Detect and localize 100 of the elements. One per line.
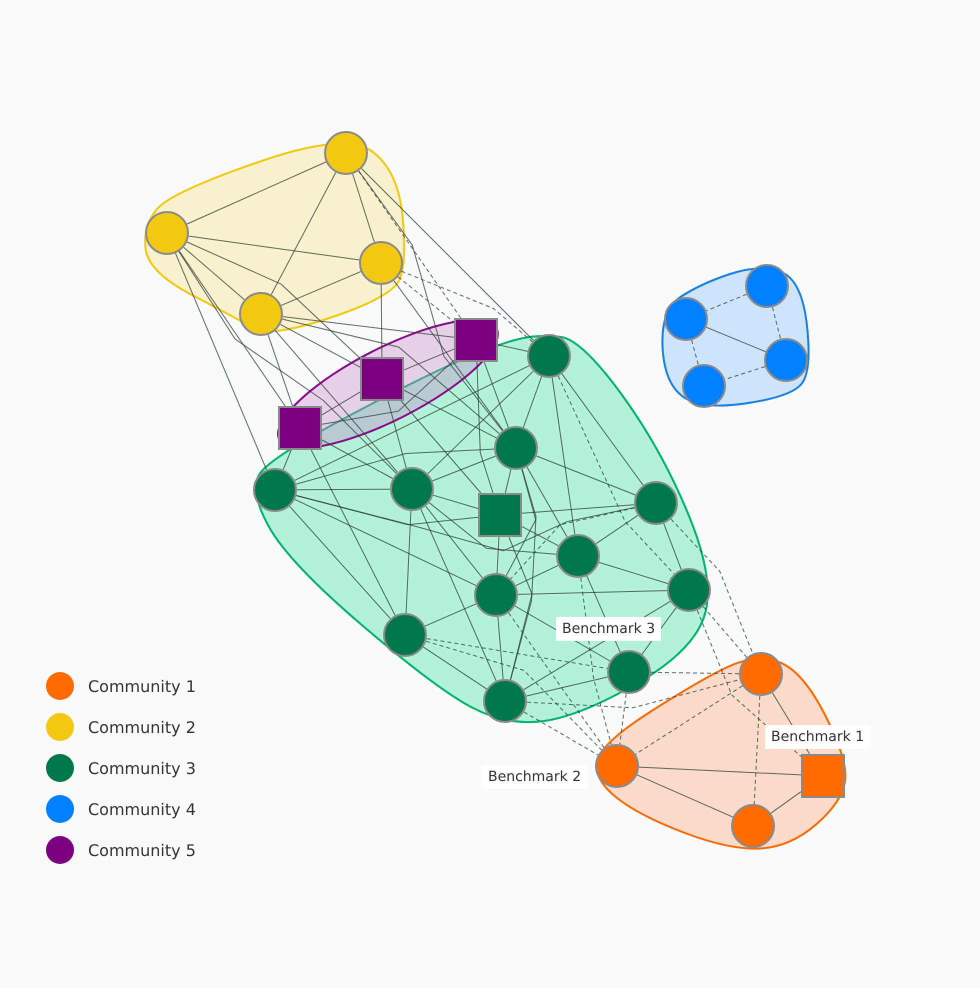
network-link: [178, 251, 397, 474]
network-link: [524, 712, 598, 756]
network-link: [635, 685, 743, 755]
network-link: [294, 498, 477, 586]
network-link: [510, 468, 536, 680]
network-link: [282, 316, 455, 338]
network-link: [296, 488, 390, 490]
network-link: [561, 373, 644, 486]
circle-node: [667, 568, 711, 612]
network-link: [296, 448, 494, 485]
network-link: [484, 362, 509, 428]
network-link: [426, 640, 602, 751]
network-link: [526, 679, 740, 708]
network-link: [280, 271, 362, 306]
network-link: [596, 514, 638, 544]
circle-node: [527, 334, 571, 378]
network-link: [294, 365, 530, 481]
network-link: [523, 600, 671, 690]
legend-label: Community 2: [88, 718, 196, 736]
circle-node: [745, 264, 789, 308]
network-link: [642, 607, 676, 655]
network-link: [663, 523, 682, 570]
network-link: [268, 334, 293, 406]
network-link: [770, 791, 802, 814]
circle-node: [145, 211, 189, 255]
square-node: [801, 754, 845, 798]
network-link: [506, 468, 536, 576]
circle-node: [664, 297, 708, 341]
network-link: [432, 494, 478, 509]
network-link: [696, 610, 802, 757]
network-link: [497, 616, 504, 680]
square-node: [278, 406, 322, 450]
network-link: [322, 392, 361, 416]
network-link: [404, 348, 455, 370]
network-link: [518, 590, 668, 595]
network-link: [270, 172, 336, 295]
network-link: [508, 536, 533, 680]
network-link: [178, 250, 286, 406]
network-link: [424, 603, 476, 627]
network-link: [282, 450, 292, 470]
network-link: [650, 672, 740, 674]
network-link: [536, 456, 636, 496]
node-caption: Benchmark 3: [556, 617, 662, 641]
network-link: [188, 236, 360, 260]
network-link: [580, 577, 612, 746]
circle-node: [682, 364, 726, 408]
network-link: [425, 506, 483, 578]
network-link: [498, 344, 528, 352]
circle-node: [556, 534, 600, 578]
network-link: [510, 507, 635, 580]
network-link: [400, 270, 533, 342]
network-link: [404, 390, 497, 438]
circle-node: [595, 744, 639, 788]
network-link: [754, 696, 760, 804]
network-link: [558, 376, 674, 574]
circle-node: [239, 292, 283, 336]
network-link: [702, 606, 748, 658]
network-link: [514, 606, 610, 662]
network-link: [358, 170, 503, 432]
circle-node: [607, 650, 651, 694]
network-link: [352, 174, 375, 242]
network-link: [515, 564, 559, 586]
square-node: [478, 493, 522, 537]
network-link: [522, 526, 559, 546]
circle-node: [731, 804, 775, 848]
network-link: [175, 252, 267, 470]
network-link: [406, 510, 412, 614]
network-link: [496, 536, 500, 574]
network-link: [380, 284, 382, 358]
circle-node: [634, 481, 678, 525]
circle-node: [483, 679, 527, 723]
network-link: [186, 162, 326, 224]
network-link: [522, 376, 542, 428]
network-link: [504, 468, 512, 494]
network-link: [426, 638, 608, 669]
network-link: [772, 306, 781, 340]
network-link: [476, 362, 494, 494]
network-link: [526, 466, 568, 538]
network-link: [638, 766, 802, 776]
circle-node: [324, 131, 368, 175]
network-link: [358, 170, 462, 318]
network-link: [706, 294, 748, 312]
network-link: [636, 774, 734, 818]
network-link: [526, 676, 608, 696]
circle-node: [253, 468, 297, 512]
legend-label: Community 4: [88, 800, 196, 818]
square-node: [360, 356, 404, 401]
network-link: [289, 506, 391, 620]
legend-label: Community 3: [88, 758, 196, 778]
network-link: [361, 168, 534, 341]
network-link: [420, 508, 497, 682]
network-link: [432, 456, 496, 482]
network-link: [310, 450, 396, 616]
circle-node: [764, 338, 808, 382]
network-link: [274, 330, 398, 473]
square-node: [454, 318, 498, 362]
network-link: [670, 518, 754, 654]
network-link: [691, 340, 699, 366]
network-link: [427, 370, 534, 474]
circle-node: [383, 613, 427, 657]
